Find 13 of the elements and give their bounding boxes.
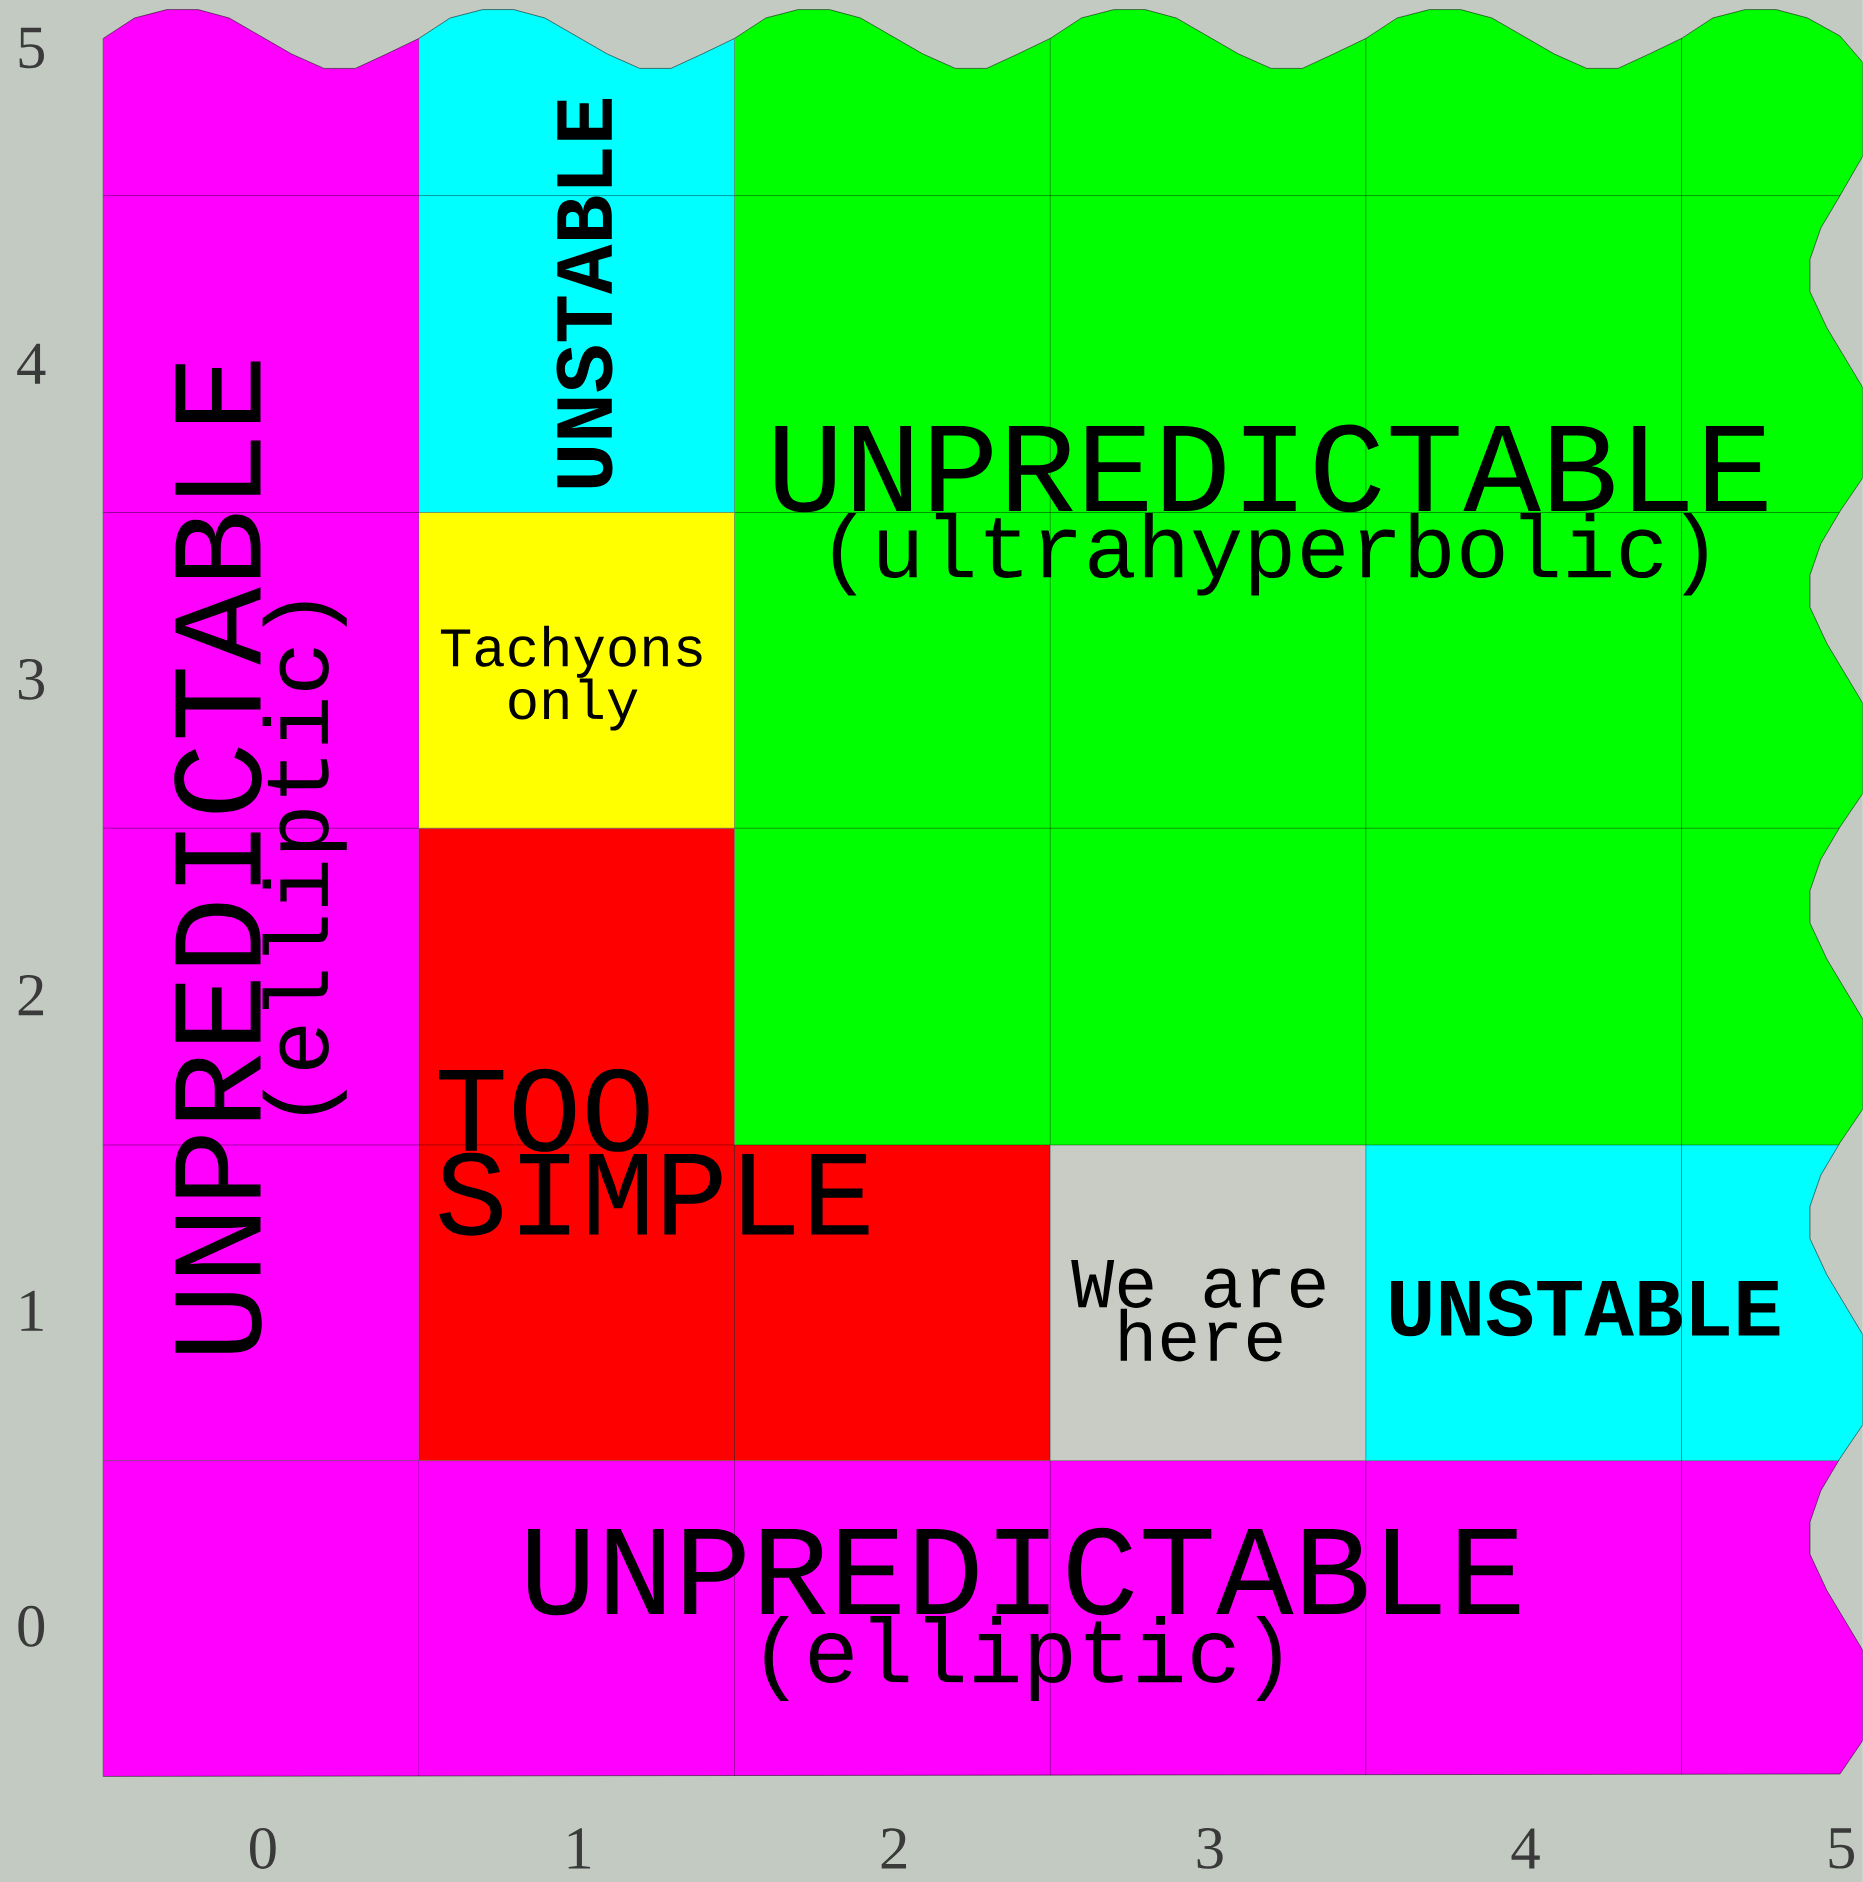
region-label: Tachyons only (441, 625, 702, 731)
tick-label: 1 (21, 1290, 43, 1331)
region-label: UNPREDICTABLE (elliptic) (174, 361, 347, 1353)
region-label: UNSTABLE (1391, 1280, 1780, 1337)
tick-label: 4 (17, 343, 46, 384)
tick-label: 3 (19, 658, 45, 700)
tick-label: 5 (19, 27, 45, 69)
region-label: UNPREDICTABLE (elliptic) (528, 1527, 1520, 1702)
region-label: UNSTABLE (556, 99, 613, 488)
tick-label: 2 (18, 974, 44, 1016)
region-label: UNPREDICTABLE (ultrahyperbolic) (775, 424, 1767, 596)
tick-label: 0 (18, 1605, 45, 1647)
region-label: We are here (1071, 1259, 1325, 1362)
